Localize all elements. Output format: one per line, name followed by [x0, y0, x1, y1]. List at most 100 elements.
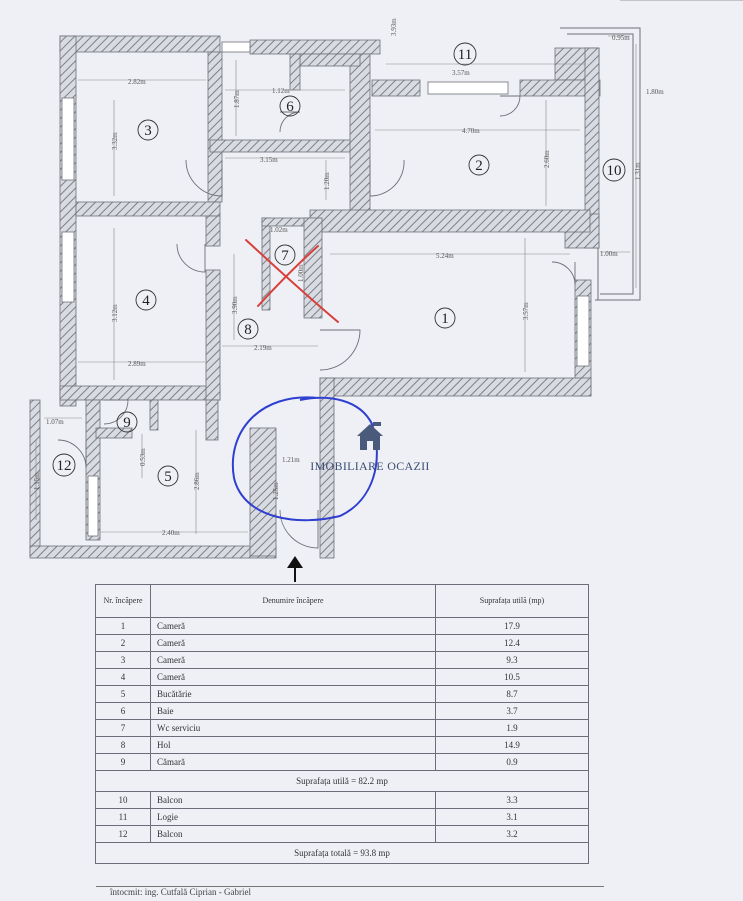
cell-nr: 11: [95, 808, 151, 826]
cell-area: 3.7: [435, 702, 589, 720]
cell-area: 0.9: [435, 753, 589, 771]
table-row: 4 Cameră 10.5: [95, 668, 589, 686]
cell-name: Balcon: [150, 791, 436, 809]
room-number-9: 9: [123, 415, 131, 431]
dim-label: 1.02m: [270, 226, 288, 234]
dim-label: 2.60m: [543, 150, 551, 168]
dim-label: 3.93m: [390, 18, 398, 36]
dim-label: 4.70m: [462, 127, 480, 135]
cell-nr: 12: [95, 825, 151, 843]
table-row: 6 Baie 3.7: [95, 702, 589, 720]
cell-name: Baie: [150, 702, 436, 720]
cell-nr: 4: [95, 668, 151, 686]
red-cross-mark: [245, 239, 339, 323]
dim-label: 1.20m: [323, 172, 331, 190]
dim-label: 1.00m: [297, 264, 305, 282]
dimension-labels: 2.82m 1.12m 3.15m 4.70m 5.24m 2.19m 2.89…: [33, 18, 664, 537]
room-number-6: 6: [286, 99, 294, 115]
dim-label: 1.21m: [282, 456, 300, 464]
dim-label: 3.12m: [111, 304, 119, 322]
room-number-5: 5: [164, 469, 172, 485]
dim-label: 3.90m: [231, 296, 239, 314]
dim-label: 2.86m: [193, 472, 201, 490]
cell-nr: 10: [95, 791, 151, 809]
cell-name: Bucătărie: [150, 685, 436, 703]
cell-name: Logie: [150, 808, 436, 826]
table-row: 3 Cameră 9.3: [95, 651, 589, 669]
dim-label: 0.53m: [139, 448, 147, 466]
windows: [61, 41, 590, 537]
cell-nr: 9: [95, 753, 151, 771]
cell-name: Cameră: [150, 634, 436, 652]
dim-label: 1.31m: [634, 162, 642, 180]
dim-label: 0.95m: [612, 34, 630, 42]
dim-label: 3.32m: [111, 132, 119, 150]
table-row: 1 Cameră 17.9: [95, 617, 589, 635]
dim-label: 2.40m: [162, 529, 180, 537]
dim-label: 5.24m: [436, 252, 454, 260]
table-row: 12 Balcon 3.2: [95, 825, 589, 843]
entrance-arrow-icon: [287, 556, 303, 582]
cell-name: Wc serviciu: [150, 719, 436, 737]
dim-label: 3.57m: [452, 69, 470, 77]
dimension-lines: [35, 35, 637, 534]
cell-area: 12.4: [435, 634, 589, 652]
area-table: Nr. încăpere Denumire încăpere Suprafața…: [95, 584, 589, 864]
table-row: 11 Logie 3.1: [95, 808, 589, 826]
dim-label: 1.80m: [646, 88, 664, 96]
dim-label: 1.00m: [600, 250, 618, 258]
table-header-row: Nr. încăpere Denumire încăpere Suprafața…: [95, 584, 589, 618]
room-number-8: 8: [244, 322, 252, 338]
blue-circle-mark: [231, 396, 378, 522]
watermark: IMOBILIARE OCAZII: [300, 422, 440, 474]
cell-area: 3.1: [435, 808, 589, 826]
dim-label: 1.15m: [33, 472, 41, 490]
room-number-labels: 1 2 3 4 5 6 7 8 9 10 11 12: [57, 47, 622, 485]
dim-label: 2.82m: [128, 78, 146, 86]
cell-nr: 2: [95, 634, 151, 652]
cell-nr: 5: [95, 685, 151, 703]
room-number-4: 4: [142, 293, 150, 309]
cell-area: 10.5: [435, 668, 589, 686]
cell-area: 17.9: [435, 617, 589, 635]
cell-name: Cămară: [150, 753, 436, 771]
balcony-outline: [560, 27, 641, 301]
cell-nr: 3: [95, 651, 151, 669]
dim-label: 3.15m: [260, 156, 278, 164]
cell-name: Cameră: [150, 651, 436, 669]
usable-total: Suprafața utilă = 82.2 mp: [95, 770, 589, 792]
room-numbers: [52, 42, 626, 487]
grand-total: Suprafața totală = 93.8 mp: [95, 842, 589, 864]
cell-area: 3.3: [435, 791, 589, 809]
watermark-label: IMOBILIARE OCAZII: [310, 459, 430, 473]
header-nr: Nr. încăpere: [95, 584, 151, 618]
room-number-11: 11: [458, 47, 472, 63]
house-logo-icon: [357, 422, 383, 450]
cell-area: 8.7: [435, 685, 589, 703]
cell-area: 1.9: [435, 719, 589, 737]
cell-name: Balcon: [150, 825, 436, 843]
cell-nr: 6: [95, 702, 151, 720]
room-number-10: 10: [607, 163, 622, 179]
cell-nr: 7: [95, 719, 151, 737]
dim-label: 1.87m: [233, 90, 241, 108]
table-row: 5 Bucătărie 8.7: [95, 685, 589, 703]
author-line: întocmit: ing. Cutfală Ciprian - Gabriel: [96, 886, 604, 901]
dim-label: 1.07m: [46, 418, 64, 426]
usable-total-row: Suprafața utilă = 82.2 mp: [95, 770, 589, 792]
grand-total-row: Suprafața totală = 93.8 mp: [95, 842, 589, 864]
dim-label: 3.57m: [522, 302, 530, 320]
cell-name: Cameră: [150, 617, 436, 635]
room-number-2: 2: [475, 158, 483, 174]
header-area: Suprafața utilă (mp): [435, 584, 589, 618]
room-number-7: 7: [281, 248, 289, 264]
dim-label: 2.19m: [254, 344, 272, 352]
room-number-12: 12: [57, 458, 72, 474]
dim-label: 1.12m: [272, 87, 290, 95]
header-name: Denumire încăpere: [150, 584, 436, 618]
table-row: 9 Cămară 0.9: [95, 753, 589, 771]
room-number-1: 1: [441, 311, 449, 327]
cell-nr: 8: [95, 736, 151, 754]
room-number-3: 3: [144, 123, 152, 139]
door-swings: [57, 95, 576, 549]
